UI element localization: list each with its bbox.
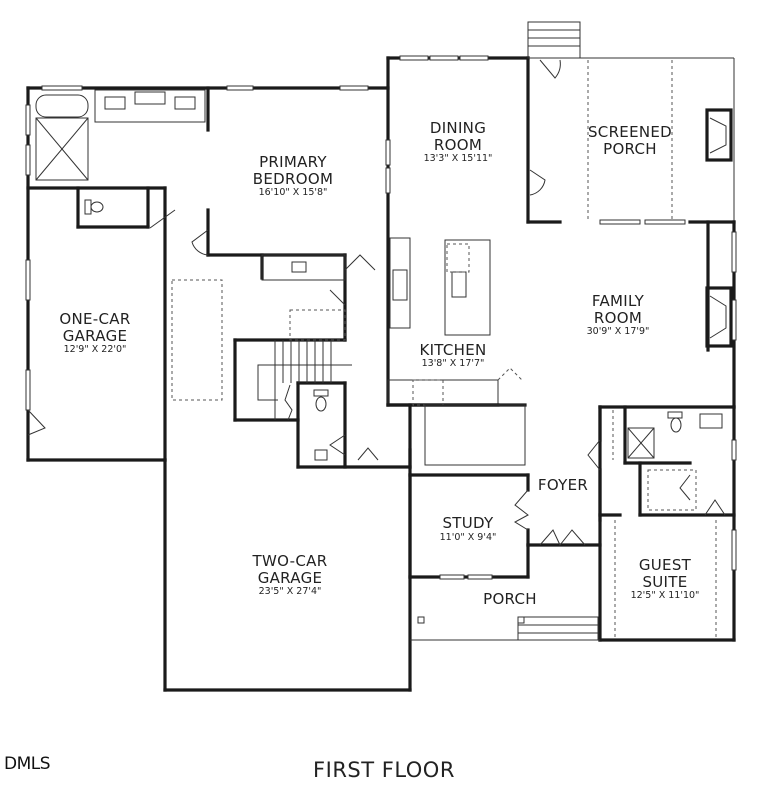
svg-text:12'9" X 22'0": 12'9" X 22'0" bbox=[64, 344, 127, 355]
svg-text:SCREENED: SCREENED bbox=[588, 123, 672, 141]
room-label-guest-suite: GUEST SUITE 12'5" X 11'10" bbox=[631, 556, 700, 601]
room-label-family-room: FAMILY ROOM 30'9" X 17'9" bbox=[587, 292, 650, 337]
svg-text:23'5" X 27'4": 23'5" X 27'4" bbox=[259, 586, 322, 597]
staircase bbox=[257, 340, 352, 421]
porch-steps bbox=[417, 616, 599, 641]
room-label-foyer: FOYER bbox=[538, 476, 588, 494]
rear-steps bbox=[527, 21, 581, 59]
svg-text:FOYER: FOYER bbox=[538, 476, 588, 494]
svg-text:ROOM: ROOM bbox=[594, 309, 642, 327]
svg-text:FAMILY: FAMILY bbox=[592, 292, 645, 310]
svg-text:GARAGE: GARAGE bbox=[63, 327, 128, 345]
svg-text:ONE-CAR: ONE-CAR bbox=[59, 310, 130, 328]
room-label-one-car-garage: ONE-CAR GARAGE 12'9" X 22'0" bbox=[59, 310, 130, 355]
room-label-two-car-garage: TWO-CAR GARAGE 23'5" X 27'4" bbox=[252, 552, 328, 597]
room-label-dining-room: DINING ROOM 13'3" X 15'11" bbox=[424, 119, 493, 164]
svg-text:BEDROOM: BEDROOM bbox=[253, 170, 333, 188]
svg-text:GUEST: GUEST bbox=[639, 556, 692, 574]
watermark-logo: DMLS bbox=[4, 754, 51, 774]
svg-text:16'10" X 15'8": 16'10" X 15'8" bbox=[259, 187, 328, 198]
floor-title: FIRST FLOOR bbox=[313, 758, 455, 782]
room-label-screened-porch: SCREENED PORCH bbox=[588, 123, 672, 158]
svg-text:DINING: DINING bbox=[430, 119, 486, 137]
room-label-kitchen: KITCHEN 13'8" X 17'7" bbox=[419, 341, 486, 369]
fixtures bbox=[35, 21, 733, 641]
svg-text:STUDY: STUDY bbox=[442, 514, 494, 532]
svg-text:TWO-CAR: TWO-CAR bbox=[252, 552, 328, 570]
svg-text:12'5" X 11'10": 12'5" X 11'10" bbox=[631, 590, 700, 601]
room-label-study: STUDY 11'0" X 9'4" bbox=[440, 514, 497, 543]
svg-text:KITCHEN: KITCHEN bbox=[419, 341, 486, 359]
svg-text:ROOM: ROOM bbox=[434, 136, 482, 154]
svg-text:PORCH: PORCH bbox=[603, 140, 657, 158]
windows bbox=[25, 55, 737, 580]
svg-text:30'9" X 17'9": 30'9" X 17'9" bbox=[587, 326, 650, 337]
svg-text:PORCH: PORCH bbox=[483, 590, 537, 608]
svg-text:SUITE: SUITE bbox=[642, 573, 687, 591]
doors bbox=[27, 59, 726, 546]
svg-text:PRIMARY: PRIMARY bbox=[259, 153, 327, 171]
svg-text:11'0" X 9'4": 11'0" X 9'4" bbox=[440, 532, 497, 543]
room-label-primary-bedroom: PRIMARY BEDROOM 16'10" X 15'8" bbox=[253, 153, 333, 198]
svg-text:GARAGE: GARAGE bbox=[258, 569, 323, 587]
room-label-porch: PORCH bbox=[483, 590, 537, 608]
svg-text:13'8" X 17'7": 13'8" X 17'7" bbox=[422, 358, 485, 369]
svg-text:13'3" X 15'11": 13'3" X 15'11" bbox=[424, 153, 493, 164]
